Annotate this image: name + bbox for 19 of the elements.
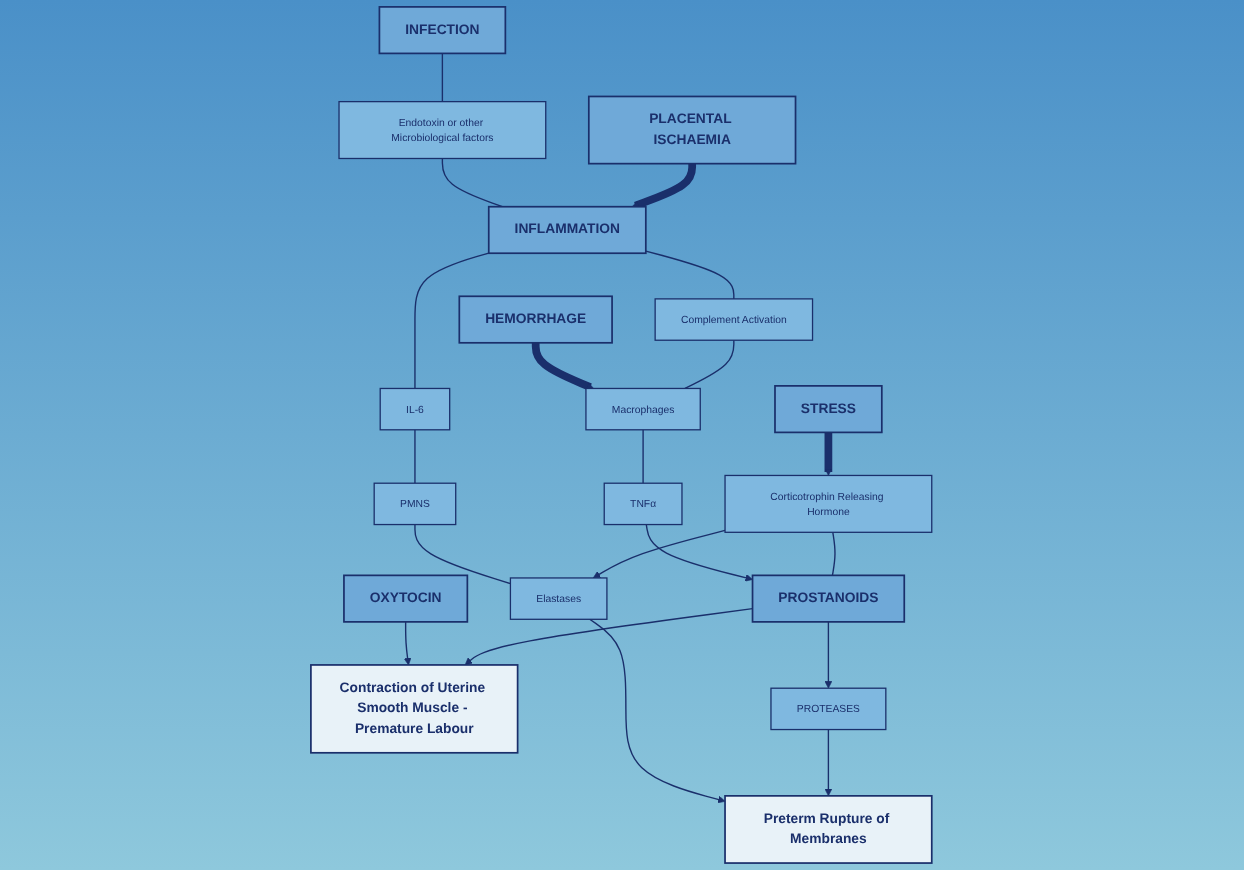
- arrow: [532, 342, 595, 391]
- connector: [414, 252, 491, 390]
- connector: [645, 250, 736, 300]
- arrow: [646, 523, 754, 582]
- arrow: [593, 529, 727, 579]
- arrow: [404, 621, 412, 666]
- connector: [684, 339, 736, 390]
- arrow: [825, 621, 833, 689]
- arrow: [632, 163, 697, 210]
- arrow: [825, 728, 833, 797]
- arrow: [465, 608, 754, 666]
- connector: [442, 52, 444, 103]
- connector: [414, 523, 512, 585]
- arrow: [825, 432, 833, 476]
- connector: [832, 531, 837, 577]
- connector: [442, 157, 504, 208]
- arrow: [589, 618, 727, 804]
- connector: [414, 429, 417, 484]
- connector: [643, 429, 645, 484]
